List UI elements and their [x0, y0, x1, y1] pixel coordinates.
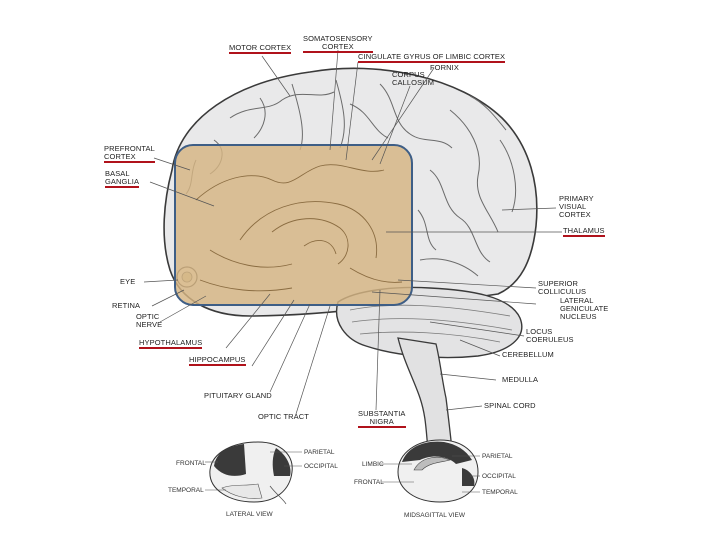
label-cerebellum: CEREBELLUM: [502, 350, 554, 359]
label-locus-coeruleus: LOCUS COERULEUS: [526, 327, 574, 344]
label-superior-colliculus: SUPERIOR COLLICULUS: [538, 279, 587, 296]
leader-lines: [143, 49, 562, 415]
overlay-inner-structures: [195, 164, 403, 292]
label-eye: EYE: [120, 277, 136, 286]
cerebellum-folia: [349, 304, 513, 343]
lateral-view-caption: LATERAL VIEW: [226, 511, 273, 518]
gyri-folds: [185, 79, 517, 277]
midsagittal-label-occipital: OCCIPITAL: [482, 473, 516, 480]
midsagittal-label-limbic: LIMBIC: [362, 461, 384, 468]
highlight-overlay: [174, 144, 413, 306]
label-thalamus: THALAMUS: [563, 226, 605, 237]
lateral-label-parietal: PARIETAL: [304, 449, 335, 456]
lateral-label-occipital: OCCIPITAL: [304, 463, 338, 470]
midsagittal-view-thumbnail: [380, 439, 480, 503]
label-medulla: MEDULLA: [502, 375, 539, 384]
label-pituitary-gland: PITUITARY GLAND: [204, 391, 272, 400]
label-fornix: FORNIX: [430, 63, 459, 72]
lateral-view-thumbnail: [205, 441, 302, 505]
label-cingulate-gyrus: CINGULATE GYRUS OF LIMBIC CORTEX: [358, 52, 506, 63]
lateral-label-frontal: FRONTAL: [176, 460, 206, 467]
label-motor-cortex: MOTOR CORTEX: [229, 43, 292, 54]
midsagittal-label-temporal: TEMPORAL: [482, 489, 518, 496]
label-optic-nerve: OPTIC NERVE: [136, 312, 163, 329]
label-corpus-callosum: CORPUS CALLOSUM: [392, 70, 435, 87]
midsagittal-label-parietal: PARIETAL: [482, 453, 513, 460]
midsagittal-label-frontal: FRONTAL: [354, 479, 384, 486]
label-somatosensory-cortex: SOMATOSENSORY CORTEX: [303, 34, 373, 53]
label-hippocampus: HIPPOCAMPUS: [189, 355, 246, 366]
label-primary-visual-cortex: PRIMARY VISUAL CORTEX: [559, 194, 594, 219]
lateral-label-temporal: TEMPORAL: [168, 487, 204, 494]
label-lateral-geniculate-nucleus: LATERAL GENICULATE NUCLEUS: [560, 296, 609, 321]
label-basal-ganglia: BASAL GANGLIA: [105, 169, 140, 188]
label-hypothalamus: HYPOTHALAMUS: [139, 338, 203, 349]
midsagittal-view-caption: MIDSAGITTAL VIEW: [404, 512, 466, 519]
label-optic-tract: OPTIC TRACT: [258, 412, 309, 421]
label-substantia-nigra: SUBSTANTIA NIGRA: [358, 409, 406, 428]
label-spinal-cord: SPINAL CORD: [484, 401, 536, 410]
label-prefrontal-cortex: PREFRONTAL CORTEX: [104, 144, 155, 163]
label-retina: RETINA: [112, 301, 141, 310]
